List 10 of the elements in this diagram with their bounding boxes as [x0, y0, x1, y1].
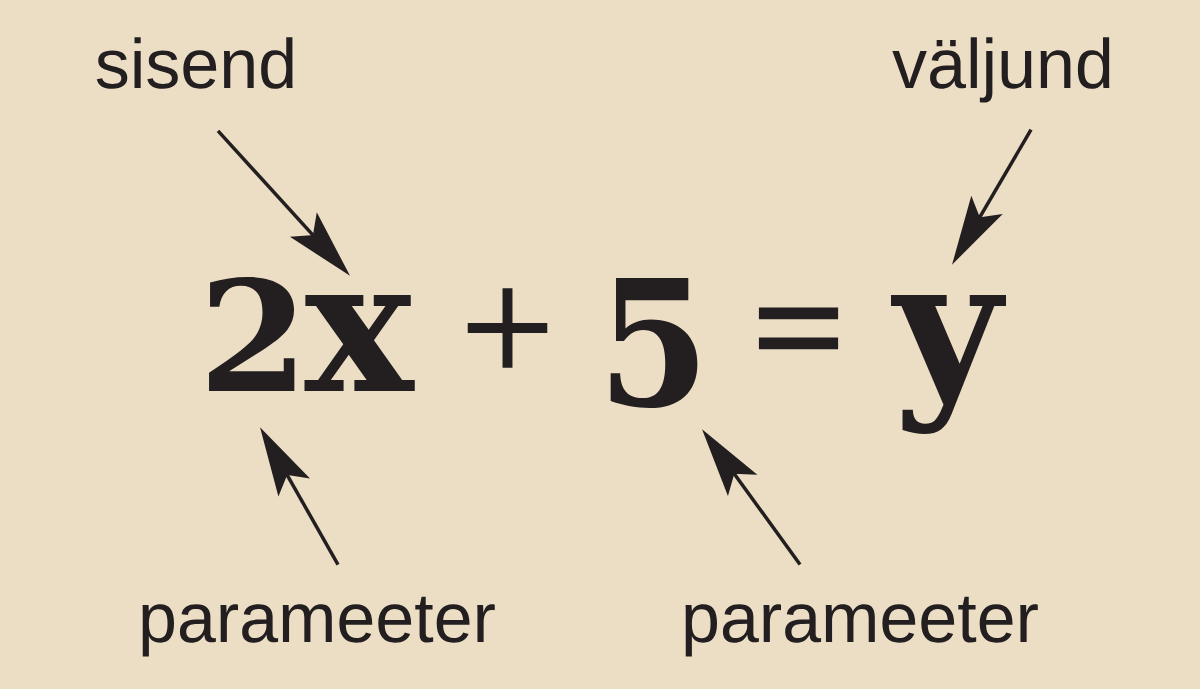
equation-term: 2 — [209, 277, 295, 391]
annotation-label: parameeter — [142, 596, 495, 657]
annotation-label: sisend — [96, 37, 293, 89]
annotation-label: väljund — [892, 37, 1110, 103]
annotation-label: parameeter — [685, 596, 1038, 657]
plus-sign: + — [467, 288, 548, 368]
equation-term: y — [891, 294, 1006, 435]
equation-term: 5 — [610, 277, 698, 409]
equation-term: x — [304, 294, 415, 392]
equals-sign: = — [758, 307, 839, 350]
